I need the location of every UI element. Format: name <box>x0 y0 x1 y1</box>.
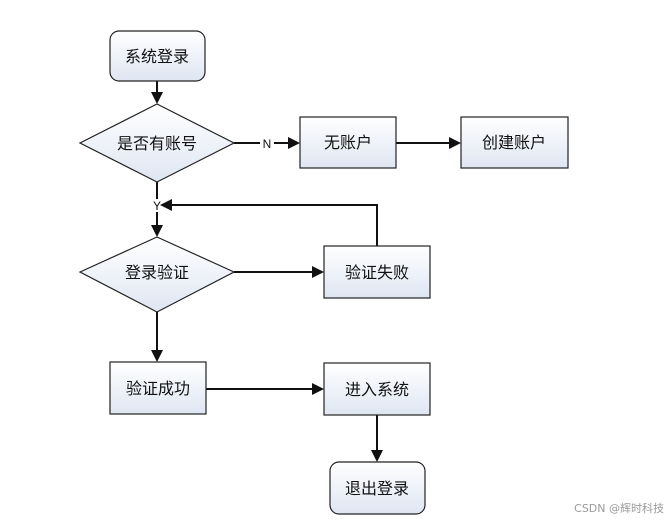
edge-label-yes: Y <box>153 199 161 213</box>
arrowhead <box>151 225 163 237</box>
create-account-shape <box>460 116 569 169</box>
enter-system-shape <box>323 362 431 416</box>
watermark: CSDN @辉时科技 <box>574 502 664 515</box>
login-verify-label: 登录验证 <box>125 263 189 282</box>
arrowhead <box>449 137 461 149</box>
enter-system-label: 进入系统 <box>345 380 409 399</box>
edge-fail-loop-back <box>170 204 378 246</box>
arrowhead <box>371 450 383 462</box>
verify-fail-label: 验证失败 <box>345 263 409 282</box>
node-logout: 退出登录 <box>329 461 426 515</box>
arrowhead <box>312 266 324 278</box>
start-label: 系统登录 <box>125 47 189 66</box>
has-account-label: 是否有账号 <box>117 134 197 153</box>
verify-success-shape <box>109 361 207 415</box>
arrowhead <box>151 350 163 362</box>
node-enter-system: 进入系统 <box>323 362 431 416</box>
create-account-label: 创建账户 <box>482 133 546 152</box>
edge-label-bg <box>151 199 163 212</box>
node-verify-fail: 验证失败 <box>323 245 431 299</box>
no-account-label: 无账户 <box>324 133 372 152</box>
node-has-account: 是否有账号 <box>78 103 236 183</box>
arrowhead <box>288 137 300 149</box>
login-verify-decision-shape <box>78 236 236 313</box>
edge-label-bg <box>260 136 274 150</box>
node-create-account: 创建账户 <box>460 116 569 169</box>
edges: N Y <box>151 81 461 462</box>
no-account-shape <box>299 116 397 169</box>
arrowhead <box>312 383 324 395</box>
node-start: 系统登录 <box>109 30 206 82</box>
verify-fail-shape <box>323 245 431 299</box>
node-login-verify: 登录验证 <box>78 236 236 313</box>
logout-terminal-shape <box>329 461 426 515</box>
edge-label-no: N <box>263 137 272 151</box>
node-no-account: 无账户 <box>299 116 397 169</box>
arrowhead <box>160 199 172 211</box>
verify-success-label: 验证成功 <box>126 379 190 398</box>
has-account-decision-shape <box>78 103 236 183</box>
arrowhead <box>151 92 163 104</box>
start-terminal-shape <box>109 30 206 82</box>
logout-label: 退出登录 <box>345 479 409 498</box>
node-verify-success: 验证成功 <box>109 361 207 415</box>
